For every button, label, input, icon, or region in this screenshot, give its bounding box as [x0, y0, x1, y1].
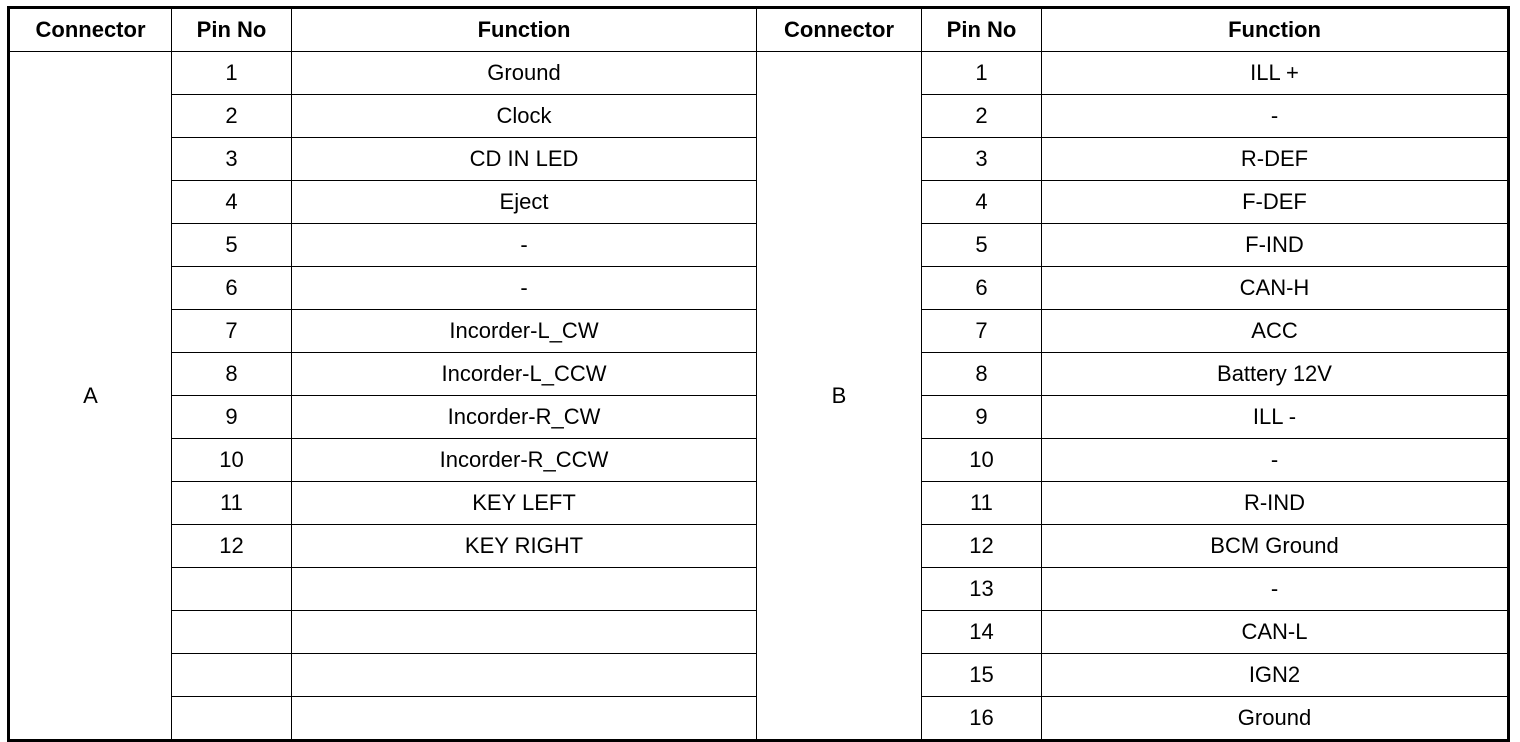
connector-b-function: R-IND: [1041, 481, 1509, 525]
connector-b-function: IGN2: [1041, 653, 1509, 697]
connector-b-function: CAN-H: [1041, 266, 1509, 310]
connector-a-label: A: [8, 51, 172, 741]
connector-a-pin: 7: [171, 309, 292, 353]
connector-b-pin: 7: [921, 309, 1042, 353]
connector-a-function: Ground: [291, 51, 757, 95]
connector-a-pin: 9: [171, 395, 292, 439]
connector-b-pin: 4: [921, 180, 1042, 224]
connector-b-pin: 12: [921, 524, 1042, 568]
connector-a-function: -: [291, 266, 757, 310]
connector-b-function: CAN-L: [1041, 610, 1509, 654]
connector-a-pin: 4: [171, 180, 292, 224]
connector-a-function: Clock: [291, 94, 757, 138]
connector-pinout-table: Connector Pin No Function Connector Pin …: [7, 6, 1510, 742]
connector-b-pin: 5: [921, 223, 1042, 267]
connector-a-function: [291, 653, 757, 697]
connector-b-pin: 2: [921, 94, 1042, 138]
connector-b-pin: 15: [921, 653, 1042, 697]
connector-b-pin: 6: [921, 266, 1042, 310]
connector-a-function: [291, 610, 757, 654]
header-pin-no-a: Pin No: [171, 7, 292, 52]
connector-a-pin: 12: [171, 524, 292, 568]
connector-b-function: -: [1041, 94, 1509, 138]
connector-b-function: ILL +: [1041, 51, 1509, 95]
connector-b-pin: 14: [921, 610, 1042, 654]
header-function-a: Function: [291, 7, 757, 52]
connector-b-pin: 10: [921, 438, 1042, 482]
table-row: 13-: [9, 567, 1509, 611]
connector-a-function: KEY LEFT: [291, 481, 757, 525]
header-connector-a: Connector: [8, 7, 172, 52]
connector-b-pin: 1: [921, 51, 1042, 95]
connector-b-pin: 3: [921, 137, 1042, 181]
connector-b-pin: 8: [921, 352, 1042, 396]
connector-b-function: -: [1041, 438, 1509, 482]
connector-a-function: Incorder-R_CCW: [291, 438, 757, 482]
connector-a-function: Eject: [291, 180, 757, 224]
connector-b-pin: 11: [921, 481, 1042, 525]
header-pin-no-b: Pin No: [921, 7, 1042, 52]
connector-b-function: ACC: [1041, 309, 1509, 353]
connector-a-pin: 8: [171, 352, 292, 396]
connector-a-pin: 6: [171, 266, 292, 310]
header-connector-b: Connector: [756, 7, 922, 52]
connector-a-function: Incorder-R_CW: [291, 395, 757, 439]
connector-b-function: F-IND: [1041, 223, 1509, 267]
connector-a-function: CD IN LED: [291, 137, 757, 181]
connector-a-function: -: [291, 223, 757, 267]
connector-a-pin: 2: [171, 94, 292, 138]
connector-a-function: Incorder-L_CW: [291, 309, 757, 353]
connector-a-pin: 1: [171, 51, 292, 95]
connector-a-pin: [171, 653, 292, 697]
connector-b-label: B: [756, 51, 922, 741]
connector-a-function: KEY RIGHT: [291, 524, 757, 568]
connector-a-pin: 3: [171, 137, 292, 181]
connector-b-function: R-DEF: [1041, 137, 1509, 181]
connector-a-pin: [171, 610, 292, 654]
connector-b-function: F-DEF: [1041, 180, 1509, 224]
connector-a-function: [291, 567, 757, 611]
connector-a-pin: 5: [171, 223, 292, 267]
connector-a-pin: 10: [171, 438, 292, 482]
header-function-b: Function: [1041, 7, 1509, 52]
header-row: Connector Pin No Function Connector Pin …: [8, 7, 1509, 52]
connector-a-pin: [171, 567, 292, 611]
connector-b-function: BCM Ground: [1041, 524, 1509, 568]
connector-b-pin: 13: [921, 567, 1042, 611]
connector-b-function: -: [1041, 567, 1509, 611]
connector-b-function: Battery 12V: [1041, 352, 1509, 396]
connector-b-pin: 9: [921, 395, 1042, 439]
connector-a-function: Incorder-L_CCW: [291, 352, 757, 396]
connector-b-function: ILL -: [1041, 395, 1509, 439]
connector-a-pin: 11: [171, 481, 292, 525]
